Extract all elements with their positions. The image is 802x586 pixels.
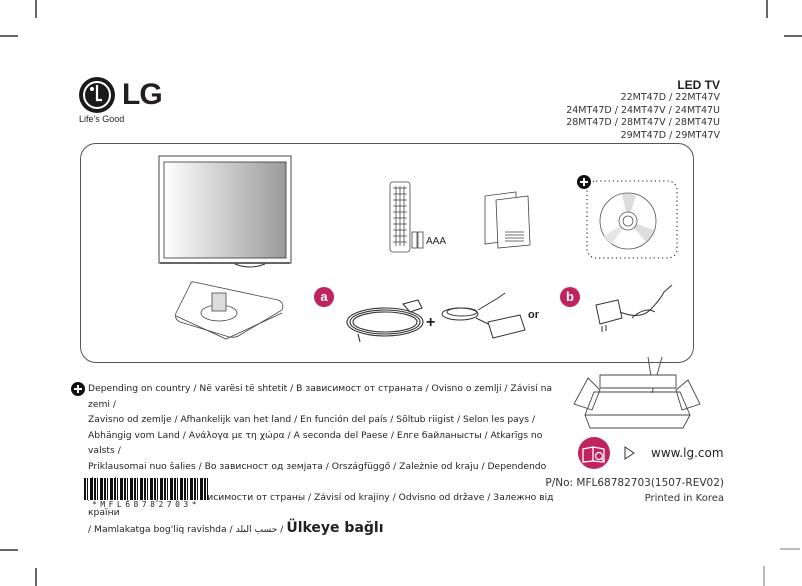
option-b-badge: b [560, 287, 580, 307]
or-label: or [528, 309, 539, 321]
website-link[interactable]: www.lg.com [651, 446, 724, 460]
note-line: Zavisno od zemlje / Afhankelijk van het … [88, 414, 536, 425]
note-line: Depending on country / Në varësi të shte… [88, 383, 553, 410]
cd-icon [599, 192, 657, 250]
lg-face-icon [79, 77, 115, 113]
model-list: 22MT47D / 22MT47V 24MT47D / 24MT47V / 24… [566, 92, 720, 142]
ac-adapter-icon [441, 292, 526, 339]
logo-text: LG [122, 78, 163, 111]
crop-mark [766, 0, 768, 18]
lg-logo: LG [79, 77, 163, 113]
crop-mark [0, 35, 18, 37]
box-icon [573, 356, 701, 429]
battery-label: AAA [426, 236, 447, 247]
plus-sign: + [426, 314, 435, 331]
manual-search-icon [578, 437, 610, 469]
stand-icon [175, 281, 284, 340]
manual-icon [484, 191, 531, 249]
model-line: 24MT47D / 24MT47V / 24MT47U [566, 104, 720, 116]
note-line: / În funcţie de ţară / В зависимости от … [88, 491, 554, 519]
product-title: LED TV [677, 78, 720, 92]
printed-in: Printed in Korea [644, 493, 724, 504]
note-line: Abhängig vom Land / Ανάλογα με τη χώρα /… [88, 429, 543, 457]
note-turkish: Ülkeye bağlı [286, 519, 384, 536]
components-panel [80, 143, 694, 363]
crop-mark [780, 548, 800, 550]
note-line-last: / Mamlakatga bog'liq ravishda / حسب البل… [88, 519, 558, 538]
play-arrow-icon [624, 446, 635, 460]
crop-mark [763, 566, 765, 586]
remote-icon [389, 181, 411, 253]
barcode [84, 478, 208, 500]
wall-adapter-icon [595, 284, 673, 332]
product-title-block: LED TV 22MT47D / 22MT47V 24MT47D / 24MT4… [566, 78, 720, 142]
crop-mark [784, 35, 802, 37]
model-line: 22MT47D / 22MT47V [620, 92, 720, 103]
model-line: 29MT47D / 29MT47V [620, 129, 720, 141]
optional-plus-icon [577, 175, 591, 189]
battery-icon [411, 231, 424, 249]
tv-icon [158, 155, 292, 268]
model-line: 28MT47D / 28MT47V / 28MT47U [566, 117, 720, 128]
barcode-text: *MFL68782703* [91, 500, 201, 509]
power-cord-icon [346, 299, 424, 343]
note-plus-icon [71, 382, 85, 396]
part-number: P/No: MFL68782703(1507-REV02) [545, 477, 724, 489]
crop-mark [35, 0, 37, 18]
crop-mark [0, 549, 18, 551]
option-a-badge: a [314, 287, 334, 307]
tagline: Life's Good [79, 114, 125, 124]
note-prefix: / Mamlakatga bog'liq ravishda / حسب البل… [88, 523, 284, 535]
crop-mark [35, 568, 37, 586]
country-note: Depending on country / Në varësi të shte… [88, 381, 558, 537]
